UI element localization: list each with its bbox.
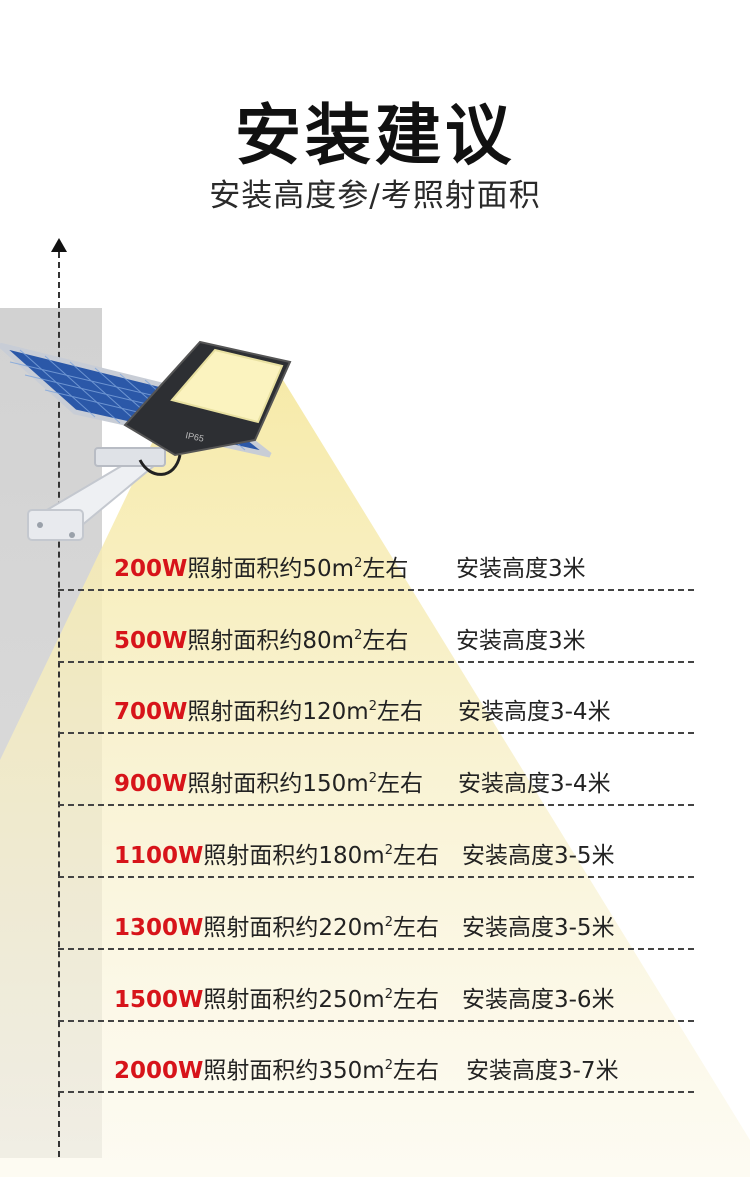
spec-row: 500W照射面积约80m2左右 安装高度3米 [58,589,694,663]
area-text: 照射面积约350m [203,1058,385,1084]
area-unit-superscript: 2 [368,699,377,714]
area-suffix: 左右 [392,987,439,1013]
area-unit-superscript: 2 [384,1058,393,1073]
area-text: 照射面积约120m [187,699,369,725]
spec-row-area: 1300W照射面积约220m2左右 [114,908,439,942]
mounting-bracket-icon [27,447,166,541]
area-unit-superscript: 2 [384,843,393,858]
install-height: 安装高度3米 [456,628,586,654]
spec-row-area: 500W照射面积约80m2左右 [114,621,408,655]
install-height: 安装高度3-4米 [458,699,611,725]
page-subtitle: 安装高度参/考照射面积 [209,178,541,214]
spec-row: 2000W照射面积约350m2左右 安装高度3-7米 [58,1019,694,1093]
area-suffix: 左右 [392,915,439,941]
wattage-label: 1300W [114,915,204,941]
wattage-label: 900W [114,771,188,797]
area-unit-superscript: 2 [384,987,393,1002]
height-axis [58,252,60,1157]
wattage-label: 200W [114,556,188,582]
spec-row-area: 700W照射面积约120m2左右 [114,692,423,726]
spec-row-area: 900W照射面积约150m2左右 [114,764,423,798]
spec-row-area: 1500W照射面积约250m2左右 [114,980,439,1014]
spec-row: 700W照射面积约120m2左右 安装高度3-4米 [58,660,694,734]
install-height: 安装高度3-4米 [458,771,611,797]
spec-row-area: 2000W照射面积约350m2左右 [114,1051,439,1085]
area-unit-superscript: 2 [354,628,363,643]
spec-row: 1100W照射面积约180m2左右安装高度3-5米 [58,804,694,878]
install-height: 安装高度3米 [456,556,586,582]
spec-row: 200W照射面积约50m2左右 安装高度3米 [58,517,694,591]
spec-row-area: 1100W照射面积约180m2左右 [114,836,439,870]
install-height: 安装高度3-5米 [462,843,615,869]
area-suffix: 左右 [376,699,423,725]
street-lamp-icon: IP65 [0,340,292,541]
wattage-label: 500W [114,628,188,654]
spec-row: 1500W照射面积约250m2左右安装高度3-6米 [58,948,694,1022]
area-suffix: 左右 [392,1058,439,1084]
area-text: 照射面积约150m [187,771,369,797]
spec-row: 900W照射面积约150m2左右 安装高度3-4米 [58,732,694,806]
area-text: 照射面积约250m [203,987,385,1013]
wattage-label: 1500W [114,987,204,1013]
area-suffix: 左右 [362,556,409,582]
area-suffix: 左右 [362,628,409,654]
area-unit-superscript: 2 [354,556,363,571]
area-unit-superscript: 2 [368,771,377,786]
arrow-up-icon [51,238,67,252]
install-height: 安装高度3-6米 [462,987,615,1013]
area-suffix: 左右 [376,771,423,797]
wattage-label: 700W [114,699,188,725]
page-title: 安装建议 [235,97,515,174]
area-text: 照射面积约220m [203,915,385,941]
lamp-head: IP65 [123,340,292,476]
install-height: 安装高度3-7米 [466,1058,619,1084]
area-text: 照射面积约50m [187,556,355,582]
area-suffix: 左右 [392,843,439,869]
wattage-label: 1100W [114,843,204,869]
lamp-label: IP65 [185,430,205,444]
area-text: 照射面积约180m [203,843,385,869]
wattage-label: 2000W [114,1058,204,1084]
spec-row: 1300W照射面积约220m2左右安装高度3-5米 [58,876,694,950]
spec-row-area: 200W照射面积约50m2左右 [114,549,408,583]
area-text: 照射面积约80m [187,628,355,654]
install-height: 安装高度3-5米 [462,915,615,941]
area-unit-superscript: 2 [384,915,393,930]
